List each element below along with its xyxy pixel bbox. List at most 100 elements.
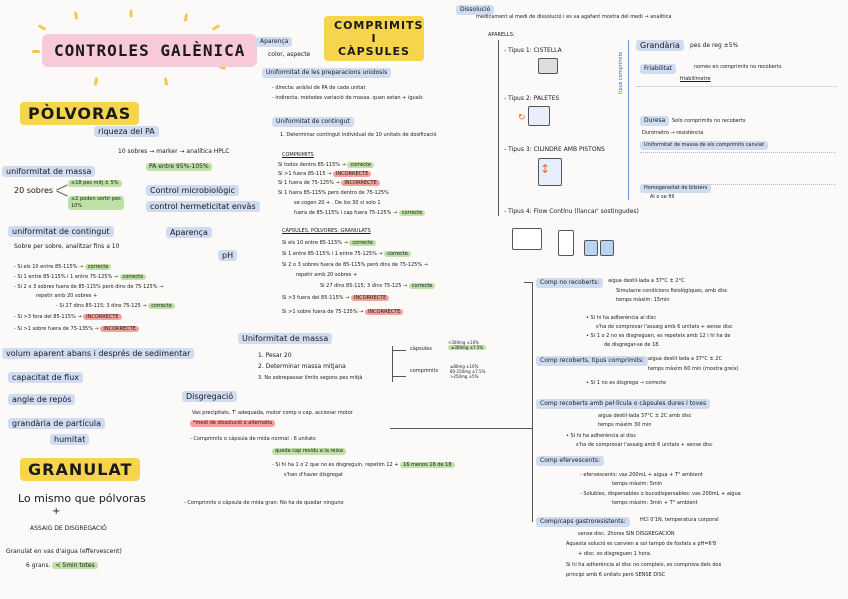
c-line-3: Si 1 fuera de 75-125% → INCORRECTE bbox=[278, 180, 380, 187]
rotation-arrow-icon: ↻ bbox=[518, 113, 526, 123]
mida-normal: - Comprimits o càpsula de mida normal : … bbox=[190, 436, 316, 442]
p-line-2: Si 1 entre 85-115% i 1 entre 75-125% → c… bbox=[282, 251, 411, 258]
cr-1: aigua destil·lada a 37°C ± 2C bbox=[648, 356, 722, 362]
cnr-6: • Si 1 o 2 no es disgreguen, es repeteix… bbox=[586, 333, 731, 339]
volum-aparent: volum aparent abans i després de sedimen… bbox=[2, 348, 195, 359]
riqueza-label: riqueza del PA bbox=[94, 126, 159, 137]
directa: - directa: anàlisi de PA de cada unitat bbox=[272, 85, 366, 91]
determinar: 1. Determinar contingut individual de 10… bbox=[280, 132, 437, 138]
ph-label: pH bbox=[218, 250, 238, 261]
p-line-4: repetir amb 20 sobres + bbox=[296, 272, 358, 278]
branch-b: ≤2 poden sortir pes 10% bbox=[68, 196, 124, 210]
comprimits-label: COMPRIMITS bbox=[282, 152, 314, 158]
cnr-4: • Si hi ha adherència al disc bbox=[586, 315, 657, 321]
plus-sign: + bbox=[52, 506, 61, 517]
cg-2: sense disc. 2hores SIN DISGREGACIÓN bbox=[578, 531, 675, 537]
cnr-3: temps màxim: 15min bbox=[616, 297, 670, 303]
unif-prep: Uniformitat de les preparacions unidosis bbox=[262, 68, 392, 78]
cnr-7: de disgregar-se de 18. bbox=[604, 342, 661, 348]
unif-cont: Uniformitat de contingut bbox=[272, 117, 354, 127]
queda-residu: queda cap residu a la reixa bbox=[272, 448, 346, 455]
color-aspecte: color, aspecte bbox=[268, 51, 311, 58]
ce-3: - Solubles, dispersables o bucodispersab… bbox=[580, 491, 741, 497]
grandaria-label: Grandària bbox=[636, 40, 684, 51]
granulat-heading: GRANULAT bbox=[20, 458, 141, 481]
riqueza-detail: 10 sobres → marker → analítica HPLC bbox=[118, 148, 230, 155]
unif-massa-label: uniformitat de massa bbox=[2, 166, 96, 177]
dureta-val: Solo comprimits no recoberts bbox=[672, 118, 746, 124]
grandaria-particula: grandària de partícula bbox=[8, 418, 106, 429]
apariencia-label: Aparença bbox=[166, 227, 212, 238]
unif-contingut-label: uniformitat de contingut bbox=[8, 226, 114, 237]
vas-precipitats: Vas precipitats, T' adequada, motor comp… bbox=[192, 410, 353, 416]
granulat-temps: 6 grans. < 5min totes bbox=[26, 562, 98, 570]
comp-gastro: Comp/caps gastroresistents: bbox=[536, 517, 630, 527]
comprimits-heading: COMPRIMITS I CÀPSULES bbox=[334, 19, 424, 58]
cg-6: principi amb 6 unitats però SENSE DISC bbox=[566, 572, 666, 578]
p-line-3: Si 2 o 3 sobres fuera de 85-115% però di… bbox=[282, 262, 428, 268]
comprimits-heading-box: COMPRIMITS I CÀPSULES bbox=[324, 16, 424, 61]
comprimits-word: comprimits bbox=[410, 368, 439, 374]
cnr-2: Simulacre condicions fisiològiques, amb … bbox=[616, 288, 728, 294]
beaker-1-icon bbox=[584, 240, 598, 256]
unif-massa: Uniformitat de massa bbox=[238, 333, 333, 344]
cg-4: + disc. es disgreguen 1 hora. bbox=[578, 551, 652, 557]
cnr-1: aigua destil·lada a 37°C ± 2°C bbox=[608, 278, 685, 284]
c-line-2: Si >1 fuera 85-115 → INCORRECTE bbox=[278, 171, 372, 178]
c-line-1: Si todos dentro 85-115% → correcte bbox=[278, 162, 374, 169]
dureta-label: Duresa bbox=[640, 116, 670, 126]
pol-line-3: - Si 2 o 3 sobres fuera de 85-115% però … bbox=[14, 284, 164, 290]
ce-2: temps màxim: 5min bbox=[612, 481, 663, 487]
cnr-5: s'ha de comprovar l'assaig amb 6 unitats… bbox=[596, 324, 733, 330]
page-title: CONTROLES GALÈNICA bbox=[42, 34, 258, 67]
cr-3: • Si 1 no es disgrega → correcte bbox=[586, 380, 667, 386]
pol-line-5: - Si 27 dins 85-115; 3 dins 75-125 → cor… bbox=[56, 303, 175, 310]
aparenca-label: Aparença bbox=[256, 37, 293, 47]
flow-apparatus-icon bbox=[512, 228, 542, 250]
p-line-1: Si els 10 entre 85-115% → correcte bbox=[282, 240, 377, 247]
ce-1: - efervescents: vas 200mL + aigua + T° a… bbox=[580, 472, 703, 478]
mida-gran: - Comprimits o càpsula de mida gran: No … bbox=[184, 500, 344, 506]
ce-4: temps màxim: 3min + T° ambient bbox=[612, 500, 698, 506]
comp-ranges: ≤80mg ±10% 80-250mg ±7.5% >250mg ±5% bbox=[450, 364, 486, 379]
pa-range: PA entre 95%-105% bbox=[146, 163, 212, 171]
homog-val: Al o se fill bbox=[650, 194, 675, 200]
aparells-label: APARELLS: bbox=[488, 32, 515, 38]
control-micro: Control microbiològic bbox=[146, 185, 239, 196]
massa-step-2: 2. Determinar massa mitjana bbox=[258, 363, 346, 370]
lo-mismo: Lo mismo que pólvoras bbox=[18, 492, 146, 505]
cg-1: HCl 0'1N, temperatura corporal bbox=[640, 517, 719, 523]
pol-line-2: - Si 1 entre 85-115% i 1 entre 75-125% →… bbox=[14, 274, 147, 281]
homog-label: Homogeneïtat de blisters bbox=[640, 184, 712, 193]
pol-line-1: - Si els 10 entre 85-115% → correcte bbox=[14, 264, 112, 271]
grandaria-val: pes de reg ±5% bbox=[690, 42, 739, 49]
vertical-label: tipus comprimits bbox=[618, 51, 624, 94]
friab-detail: només en comprimits no recoberts bbox=[694, 64, 782, 70]
capacitat-flux: capacitat de flux bbox=[8, 372, 84, 383]
p-line-7: Si >1 sobre fuera de 75-135% → INCORRECT… bbox=[282, 309, 404, 316]
piston-arrow-icon: ↕ bbox=[540, 162, 551, 176]
friab-notes bbox=[636, 86, 836, 109]
dissolucio-heading: Dissolució bbox=[456, 5, 495, 15]
comp-pel: Comp recoberts amb pel·lícula o càpsules… bbox=[536, 399, 711, 409]
indirecta: - indirecta: mètodes variació de massa. … bbox=[272, 95, 423, 101]
cap-ranges: <300mg ±10% ≥300mg ±7.5% bbox=[448, 340, 487, 350]
tipus-1: - Tipus 1: CISTELLA bbox=[504, 47, 562, 54]
branch-a: ≥18 pes mitj ± 5% bbox=[68, 180, 122, 187]
dissolucio-intro: medicament al medi de dissolució i es va… bbox=[476, 14, 672, 20]
pol-line-7: - Si >1 sobre fuera de 75-135% → INCORRE… bbox=[14, 326, 139, 333]
polvoras-heading: PÒLVORAS bbox=[20, 102, 140, 125]
c-line-6: fuera de 85-115% i cap fuera 75-125% → c… bbox=[294, 210, 426, 217]
unif-comp-notes bbox=[640, 152, 836, 179]
angle-repos: angle de repòs bbox=[8, 394, 76, 405]
dureta-sub: Durómetro → resistència bbox=[642, 130, 704, 136]
sobre-per-sobre: Sobre per sobre, analitzar fins a 10 bbox=[14, 243, 120, 250]
pol-line-6: - Si >3 fora del 85-115% → INCORRECTE bbox=[14, 314, 122, 321]
si-hi-ha: - Si hi ha 1 o 2 que no es disgreguin, r… bbox=[272, 462, 455, 469]
capsules-word: càpsules bbox=[410, 346, 432, 352]
massa-step-1: 1. Pesar 20 bbox=[258, 352, 292, 359]
cp-1: aigua destil·lada 37°C ± 2C amb disc bbox=[598, 413, 692, 419]
cp-3: • Si hi ha adherència al disc bbox=[566, 433, 637, 439]
tipus-3: - Tipus 3: CILINDRE AMB PISTONS bbox=[504, 146, 605, 153]
beaker-2-icon bbox=[600, 240, 614, 256]
